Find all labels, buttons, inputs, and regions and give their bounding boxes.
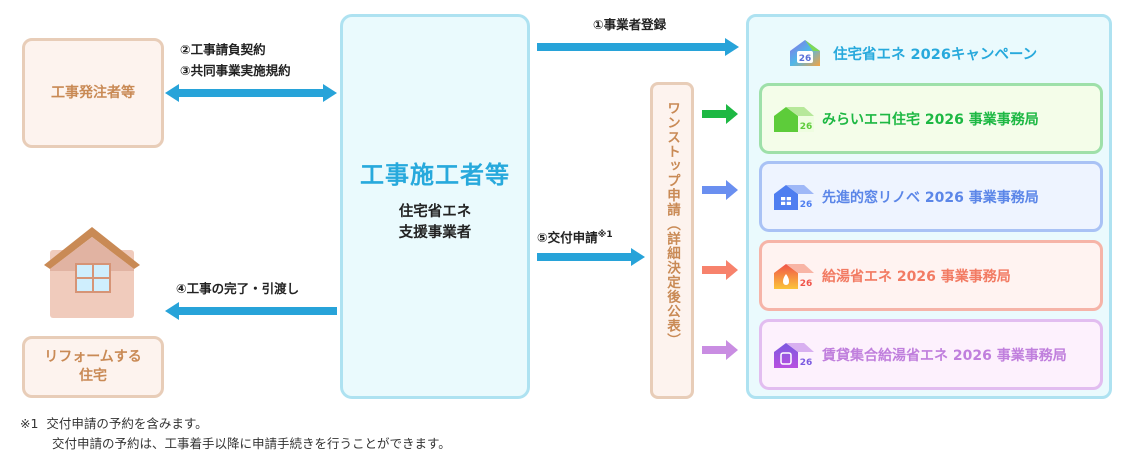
contract-double-arrow xyxy=(165,84,337,102)
mirai-eco-icon: 26 xyxy=(774,106,814,132)
window-renov-icon: 26 xyxy=(774,184,814,210)
footnote-line1: 交付申請の予約を含みます。 xyxy=(46,416,208,431)
campaign-panel: 26 住宅省エネ 2026キャンペーン 26 みらいエコ住宅 2026 事業事務… xyxy=(746,14,1112,399)
arrow-rental-water-heater xyxy=(702,340,738,360)
register-arrow xyxy=(537,38,739,56)
register-label: ①事業者登録 xyxy=(593,17,667,32)
orderer-box: 工事発注者等 xyxy=(22,38,164,148)
apply-arrow xyxy=(537,248,645,266)
office-rental-water-heater[interactable]: 26 賃貸集合給湯省エネ 2026 事業事務局 xyxy=(759,319,1103,390)
mirai-eco-badge: 26 xyxy=(800,122,813,132)
footnote-mark: ※1 xyxy=(20,416,39,431)
handover-label: ④工事の完了・引渡し xyxy=(176,281,300,296)
arrow-mirai-eco xyxy=(702,104,738,124)
water-heater-badge: 26 xyxy=(800,279,813,289)
water-heater-icon: 26 xyxy=(774,263,814,289)
house-label-box: リフォームする 住宅 xyxy=(22,336,164,398)
office-name: 賃貸集合給湯省エネ 2026 事業事務局 xyxy=(822,347,1067,364)
rental-water-heater-badge: 26 xyxy=(800,358,813,368)
contractor-sub2: 支援事業者 xyxy=(398,225,472,241)
office-water-heater[interactable]: 26 給湯省エネ 2026 事業事務局 xyxy=(759,240,1103,311)
apply-label: ⑤交付申請※1 xyxy=(537,226,613,247)
apply-text: ⑤交付申請 xyxy=(537,230,598,246)
contractor-title: 工事施工者等 xyxy=(360,161,510,189)
onestop-box: ワンストップ申請（詳細決定後公表） xyxy=(650,82,694,399)
apply-note-mark: ※1 xyxy=(597,230,613,240)
window-renov-badge: 26 xyxy=(800,200,813,210)
house-icon xyxy=(44,227,140,318)
campaign-logo-icon: 26 xyxy=(790,40,820,66)
orderer-label: 工事発注者等 xyxy=(51,84,135,101)
onestop-label: ワンストップ申請（詳細決定後公表） xyxy=(664,101,680,348)
campaign-header: 26 住宅省エネ 2026キャンペーン xyxy=(789,39,1037,67)
house-label-line1: リフォームする xyxy=(44,349,142,365)
contractor-box: 工事施工者等 住宅省エネ 支援事業者 xyxy=(340,14,530,399)
office-mirai-eco[interactable]: 26 みらいエコ住宅 2026 事業事務局 xyxy=(759,83,1103,154)
arrow-water-heater xyxy=(702,260,738,280)
contract-label: ②工事請負契約 xyxy=(180,42,266,57)
campaign-title: 住宅省エネ 2026キャンペーン xyxy=(833,46,1038,63)
campaign-logo-badge: 26 xyxy=(799,54,812,64)
office-name: 先進的窓リノベ 2026 事業事務局 xyxy=(822,189,1039,206)
arrow-window-renov xyxy=(702,180,738,200)
handover-arrow xyxy=(165,302,337,320)
office-name: 給湯省エネ 2026 事業事務局 xyxy=(822,268,1011,285)
rental-water-heater-icon: 26 xyxy=(774,342,814,368)
office-name: みらいエコ住宅 2026 事業事務局 xyxy=(822,111,1039,128)
footnote: ※1 交付申請の予約を含みます。 交付申請の予約は、工事着手以降に申請手続きを行… xyxy=(20,414,451,454)
office-window-renov[interactable]: 26 先進的窓リノベ 2026 事業事務局 xyxy=(759,161,1103,232)
footnote-line2: 交付申請の予約は、工事着手以降に申請手続きを行うことができます。 xyxy=(52,436,451,451)
house-label-line2: 住宅 xyxy=(79,368,107,384)
contractor-sub1: 住宅省エネ xyxy=(398,204,472,220)
joint-agreement-label: ③共同事業実施規約 xyxy=(180,63,291,78)
